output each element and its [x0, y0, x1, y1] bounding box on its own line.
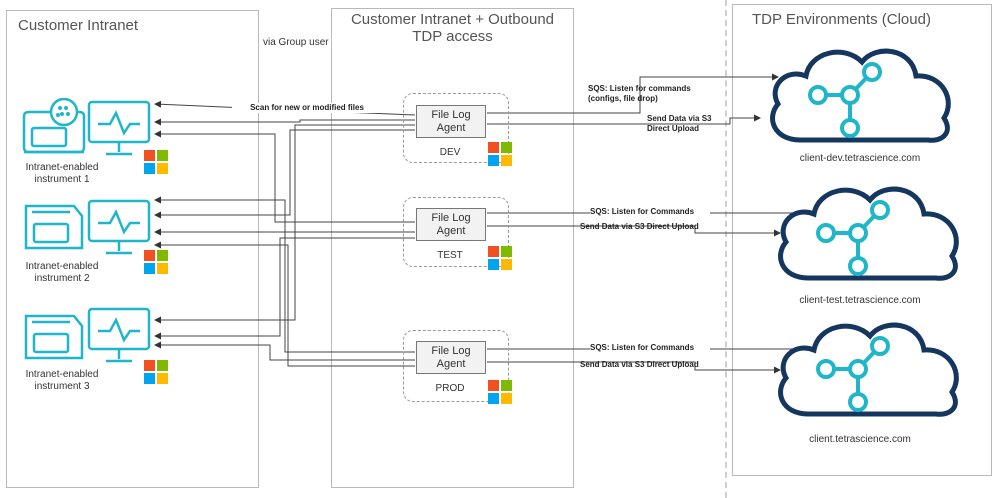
test-send-label: Send Data via S3 Direct Upload	[580, 222, 699, 231]
cloud-dev-label: client-dev.tetrascience.com	[799, 153, 921, 164]
cloud-icon	[778, 186, 959, 281]
instrument-1-label: Intranet-enabled instrument 1	[25, 162, 99, 185]
test-sqs-label: SQS: Listen for Commands	[590, 207, 710, 217]
windows-logo-icon	[488, 246, 512, 270]
cloud-prod-label: client.tetrascience.com	[809, 434, 911, 445]
test-agent[interactable]: File Log Agent	[416, 208, 486, 241]
outbound-zone-title: Customer Intranet + Outbound TDP access	[350, 11, 555, 45]
dev-send-label: Send Data via S3 Direct Upload	[647, 114, 712, 133]
lab-instrument-icon	[24, 204, 84, 250]
prod-agent[interactable]: File Log Agent	[416, 341, 486, 374]
prod-send-label: Send Data via S3 Direct Upload	[580, 360, 699, 369]
lab-instrument-icon	[22, 98, 86, 154]
dev-env-label: DEV	[439, 147, 461, 158]
outbound-zone	[331, 8, 574, 488]
test-agent-label: File Log Agent	[431, 211, 471, 237]
instrument-3-label: Intranet-enabled instrument 3	[25, 369, 99, 392]
scan-label: Scan for new or modified files	[232, 103, 382, 113]
cloud-icon	[778, 322, 959, 417]
test-env-box	[403, 197, 509, 267]
dev-env-box	[403, 93, 509, 163]
workstation-monitor-icon	[87, 100, 151, 156]
workstation-monitor-icon	[87, 199, 151, 255]
prod-agent-label: File Log Agent	[431, 344, 471, 370]
cloud-test-label: client-test.tetrascience.com	[799, 295, 921, 306]
windows-logo-icon	[144, 360, 168, 384]
via-group-user-label: via Group user	[263, 37, 329, 48]
windows-logo-icon	[488, 142, 512, 166]
windows-logo-icon	[144, 250, 168, 274]
prod-env-box	[403, 330, 509, 402]
instrument-2-label: Intranet-enabled instrument 2	[25, 261, 99, 284]
cloud-divider	[725, 0, 727, 498]
dev-agent-label: File Log Agent	[431, 108, 471, 134]
dev-agent[interactable]: File Log Agent	[416, 105, 486, 138]
test-env-label: TEST	[437, 250, 463, 261]
customer-intranet-title: Customer Intranet	[18, 17, 139, 34]
windows-logo-icon	[144, 150, 168, 174]
windows-logo-icon	[488, 380, 512, 404]
prod-sqs-label: SQS: Listen for Commands	[590, 343, 710, 353]
prod-env-label: PROD	[435, 383, 465, 394]
dev-sqs-label: SQS: Listen for commands (configs, file …	[588, 84, 691, 103]
workstation-monitor-icon	[87, 307, 151, 363]
cloud-icon	[770, 48, 951, 143]
cloud-zone-title: TDP Environments (Cloud)	[752, 11, 931, 28]
lab-instrument-icon	[24, 314, 84, 360]
